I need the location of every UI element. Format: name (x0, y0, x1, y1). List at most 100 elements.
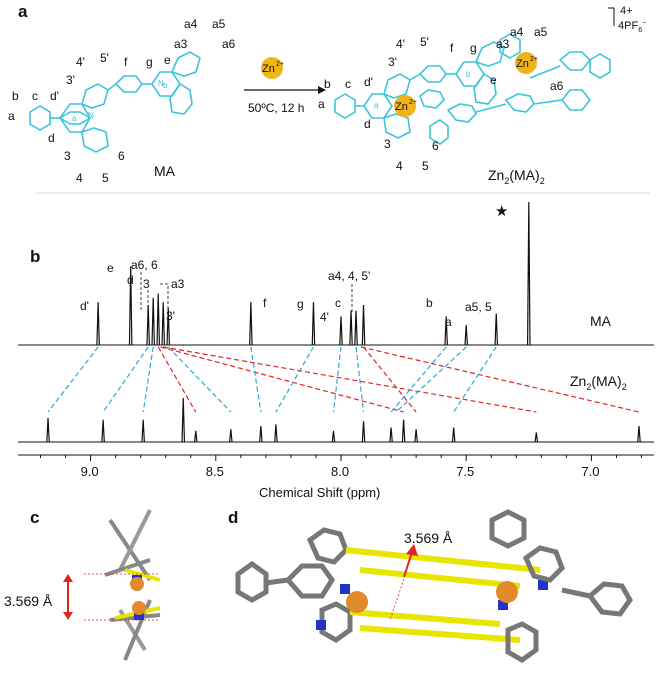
correlation-line (390, 346, 447, 413)
svg-text:f: f (124, 55, 128, 69)
nmr-peak (311, 302, 316, 346)
nmr-peak (414, 429, 418, 443)
correlation-line (160, 346, 404, 413)
nmr-peak (526, 201, 531, 346)
x-tick-label: 7.5 (456, 464, 474, 479)
crystal-structure-side-view (63, 509, 161, 661)
svg-text:f: f (450, 41, 454, 55)
x-tick-label: 8.5 (206, 464, 224, 479)
nmr-peak (444, 316, 448, 346)
charge-bracket: 4+ 4PF6− (608, 5, 646, 34)
svg-text:3: 3 (64, 149, 71, 163)
svg-text:d': d' (50, 89, 59, 103)
nmr-peak (401, 419, 406, 443)
svg-text:4': 4' (396, 37, 405, 51)
nmr-peak (141, 419, 145, 443)
correlation-line (332, 346, 342, 413)
svg-text:3': 3' (66, 73, 75, 87)
nmr-peak (193, 430, 198, 443)
nmr-peak (181, 397, 186, 443)
svg-text:2+: 2+ (530, 56, 538, 63)
nmr-peak (494, 313, 499, 346)
reaction-arrow: Zn 2+ 50ºC, 12 h (244, 57, 326, 115)
svg-text:Zn: Zn (262, 63, 275, 75)
nmr-peak (637, 425, 641, 443)
correlation-line (102, 346, 149, 413)
svg-text:4: 4 (76, 171, 83, 185)
svg-text:5: 5 (102, 171, 109, 185)
svg-text:5': 5' (420, 35, 429, 49)
x-tick-label: 7.0 (581, 464, 599, 479)
nmr-peak (464, 324, 468, 346)
nmr-peak (339, 316, 343, 346)
svg-text:a5: a5 (534, 25, 548, 39)
correlation-line (163, 346, 537, 413)
svg-text:6: 6 (432, 139, 439, 153)
nmr-peak (389, 427, 393, 443)
nmr-x-axis-title: Chemical Shift (ppm) (259, 485, 380, 500)
svg-text:2+: 2+ (276, 61, 284, 68)
svg-text:a6: a6 (222, 37, 236, 51)
svg-text:b: b (324, 77, 331, 91)
svg-text:50ºC, 12 h: 50ºC, 12 h (248, 101, 304, 115)
nmr-peak (128, 266, 133, 346)
svg-text:a5: a5 (212, 17, 226, 31)
svg-text:4: 4 (396, 159, 403, 173)
svg-text:Zn: Zn (516, 58, 529, 70)
svg-text:d': d' (364, 75, 373, 89)
trace-label-complex: Zn2(MA)2 (570, 373, 627, 392)
nmr-peak (534, 432, 539, 443)
svg-text:g: g (146, 55, 153, 69)
svg-text:5: 5 (422, 159, 429, 173)
svg-text:d: d (364, 117, 371, 131)
correlation-line (250, 346, 262, 413)
nmr-spectrum (18, 201, 654, 443)
nmr-peak-labels: d' e d a6, 6 3 a3 3' f g 4' c a4, 4, 5' … (80, 258, 492, 329)
svg-text:N: N (158, 79, 164, 88)
svg-text:a4: a4 (184, 17, 198, 31)
svg-text:3: 3 (143, 277, 150, 291)
svg-text:d: d (127, 273, 134, 287)
svg-text:4+: 4+ (620, 5, 633, 17)
nmr-peak (349, 310, 353, 346)
correlation-line (47, 346, 99, 413)
nmr-peak (259, 425, 263, 443)
nmr-peak (361, 304, 366, 346)
panel-label-b: b (30, 247, 40, 266)
x-tick-label: 8.0 (331, 464, 349, 479)
nmr-peak (249, 302, 253, 346)
svg-text:a: a (445, 315, 452, 329)
nmr-peak (361, 421, 366, 443)
svg-text:a5, 5: a5, 5 (465, 300, 492, 314)
panel-label-d: d (228, 508, 238, 527)
svg-text:c: c (32, 89, 38, 103)
correlation-line (355, 346, 365, 413)
nmr-peak (331, 430, 336, 443)
correlation-line (275, 346, 314, 413)
correlation-line (142, 346, 154, 413)
distance-label-c: 3.569 Å (4, 593, 53, 609)
reactant-name: MA (154, 163, 176, 179)
svg-text:a4: a4 (510, 25, 524, 39)
svg-text:d: d (48, 131, 55, 145)
nmr-peak (274, 424, 278, 443)
correlation-line (167, 346, 232, 413)
svg-text:a3: a3 (174, 37, 188, 51)
svg-text:e: e (164, 53, 171, 67)
ring-a-label: a (72, 114, 77, 123)
svg-text:c: c (345, 77, 351, 91)
svg-text:a4, 4, 5': a4, 4, 5' (328, 269, 370, 283)
svg-text:4': 4' (320, 310, 329, 324)
nmr-peak (451, 427, 456, 443)
nmr-peak (354, 310, 358, 346)
svg-text:a: a (8, 109, 15, 123)
panel-label-a: a (18, 2, 28, 21)
svg-text:c: c (335, 296, 341, 310)
ring-b-label: b (163, 81, 168, 90)
svg-text:N: N (88, 111, 94, 120)
product-structure: a b (334, 33, 611, 145)
svg-text:Zn: Zn (395, 101, 408, 113)
svg-text:a: a (318, 97, 325, 111)
